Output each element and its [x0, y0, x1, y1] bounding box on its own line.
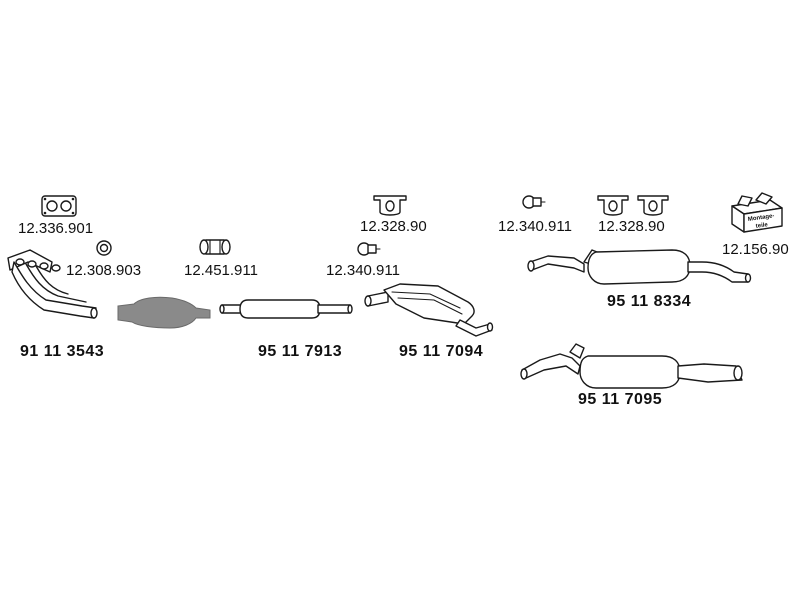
- center-silencer-icon: [364, 283, 494, 337]
- pipe-clamp-icon: [522, 195, 546, 209]
- mounting-kit-part-number: 12.156.90: [722, 241, 789, 258]
- rear-silencer-b-part-number: 95 11 7095: [578, 391, 662, 408]
- gasket-icon: [41, 195, 77, 217]
- clamp-mid-part-number: 12.340.911: [326, 262, 400, 279]
- seal-ring-icon: [96, 240, 112, 256]
- clamp-front-part-number: 12.451.911: [184, 262, 258, 279]
- mounting-kit-box-icon: Montage- teile: [731, 192, 783, 233]
- pipe-clamp-icon: [357, 242, 381, 256]
- mounting-kit-box-text: Montage-: [748, 213, 775, 223]
- middle-silencer-icon: [219, 299, 353, 319]
- rubber-hanger-icon: [637, 195, 669, 216]
- catalytic-converter-icon: [117, 296, 211, 329]
- gasket-part-number: 12.336.901: [18, 220, 93, 237]
- hanger-mid-part-number: 12.328.90: [360, 218, 427, 235]
- hanger-rear-part-number: 12.328.90: [598, 218, 665, 235]
- clamp-icon: [199, 239, 231, 255]
- rear-silencer-icon: [520, 343, 743, 389]
- rubber-hanger-icon: [373, 195, 407, 216]
- svg-text:teile: teile: [756, 222, 769, 230]
- front-pipe-part-number: 91 11 3543: [20, 343, 104, 360]
- rear-silencer-icon: [527, 249, 752, 285]
- rear-silencer-a-part-number: 95 11 8334: [607, 293, 691, 310]
- center-silencer-part-number: 95 11 7094: [399, 343, 483, 360]
- rubber-hanger-icon: [597, 195, 629, 216]
- clamp-rear-part-number: 12.340.911: [498, 218, 572, 235]
- middle-silencer-part-number: 95 11 7913: [258, 343, 342, 360]
- seal-ring-part-number: 12.308.903: [66, 262, 141, 279]
- front-pipe-icon: [7, 249, 98, 319]
